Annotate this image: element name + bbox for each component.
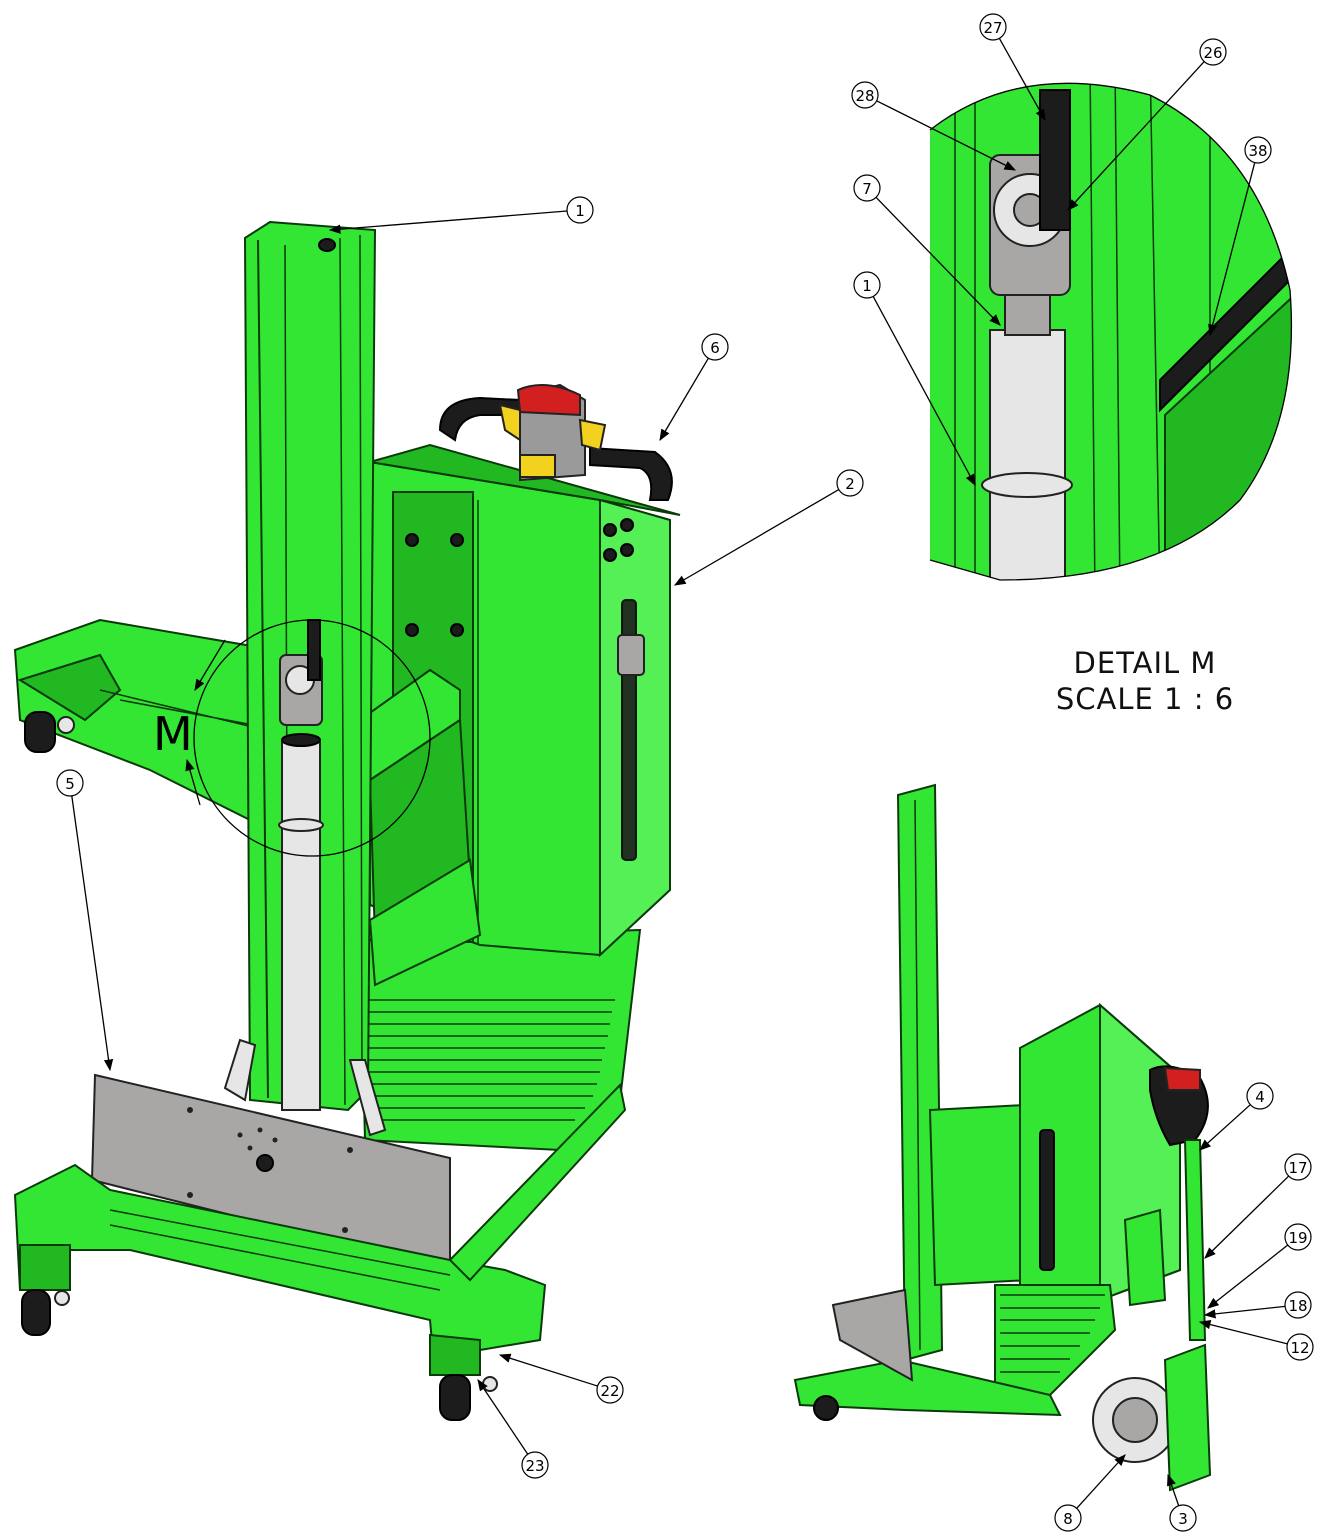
leader-line	[477, 1379, 529, 1455]
balloon-number: 22	[600, 1382, 619, 1400]
caster-wheel	[24, 711, 56, 753]
balloon-main-6: 6	[701, 333, 729, 361]
balloon-circle	[1169, 1504, 1197, 1532]
detail-title-text: DETAIL M	[1073, 646, 1217, 680]
balloon-detail-1: 1	[853, 271, 881, 299]
balloon-circle	[1199, 38, 1227, 66]
balloon-side-4: 4	[1246, 1082, 1274, 1110]
balloon-number: 2	[845, 475, 855, 493]
leader-line	[1207, 1244, 1289, 1309]
balloon-circle	[1246, 1082, 1274, 1110]
balloon-number: 23	[525, 1457, 544, 1475]
balloon-side-17: 17	[1284, 1153, 1312, 1181]
leader-line	[328, 210, 568, 234]
balloon-circle	[521, 1451, 549, 1479]
leader-line	[1199, 1104, 1251, 1151]
balloon-circle	[1284, 1223, 1312, 1251]
cabinet-vents	[617, 599, 645, 861]
balloon-number: 27	[983, 19, 1002, 37]
leader-line	[1067, 61, 1205, 211]
leader-line	[875, 196, 1001, 326]
balloon-side-8: 8	[1054, 1504, 1082, 1532]
balloon-circle	[836, 469, 864, 497]
leader-line	[659, 357, 709, 442]
balloon-circle	[596, 1376, 624, 1404]
leader-line	[498, 1353, 598, 1387]
balloon-side-18: 18	[1284, 1291, 1312, 1319]
balloon-circle	[1244, 136, 1272, 164]
balloon-number: 19	[1288, 1229, 1307, 1247]
detail-scale-text: SCALE 1 : 6	[1055, 682, 1235, 716]
balloon-number: 6	[710, 339, 720, 357]
balloon-circle	[851, 81, 879, 109]
balloon-circle	[1286, 1333, 1314, 1361]
balloon-circle	[566, 196, 594, 224]
balloon-number: 1	[575, 202, 585, 220]
balloon-number: 3	[1178, 1510, 1188, 1528]
balloon-number: 4	[1255, 1088, 1265, 1106]
balloon-main-23: 23	[521, 1451, 549, 1479]
balloon-number: 38	[1248, 142, 1267, 160]
leader-line	[872, 296, 976, 487]
balloon-circle	[701, 333, 729, 361]
leader-line	[876, 100, 1017, 171]
main-view: M	[13, 220, 681, 1421]
balloon-detail-28: 28	[851, 81, 879, 109]
balloon-number: 7	[862, 180, 872, 198]
balloon-number: 5	[65, 775, 75, 793]
balloon-circle	[1284, 1291, 1312, 1319]
balloon-main-1: 1	[566, 196, 594, 224]
balloon-number: 1	[862, 277, 872, 295]
balloon-number: 17	[1288, 1159, 1307, 1177]
balloon-circle	[1284, 1153, 1312, 1181]
leader-line	[998, 38, 1046, 122]
balloon-circle	[979, 13, 1007, 41]
balloon-circle	[853, 271, 881, 299]
balloon-side-3: 3	[1169, 1504, 1197, 1532]
balloon-number: 12	[1290, 1339, 1309, 1357]
balloon-number: 18	[1288, 1297, 1307, 1315]
detail-m-view	[929, 82, 1293, 581]
balloon-main-22: 22	[596, 1376, 624, 1404]
balloon-main-5: 5	[56, 769, 84, 797]
balloon-detail-26: 26	[1199, 38, 1227, 66]
balloon-detail-27: 27	[979, 13, 1007, 41]
leader-line	[1204, 1175, 1290, 1259]
balloon-number: 26	[1203, 44, 1222, 62]
leader-line	[1198, 1320, 1288, 1345]
balloon-side-12: 12	[1286, 1333, 1314, 1361]
balloon-circle	[1054, 1504, 1082, 1532]
step-ridges	[365, 999, 615, 1121]
side-view	[793, 783, 1212, 1492]
leader-line	[1076, 1454, 1126, 1509]
view-letter-m: M	[153, 707, 193, 761]
detail-circle-m	[193, 619, 431, 857]
balloon-detail-7: 7	[853, 174, 881, 202]
balloon-circle	[56, 769, 84, 797]
hydraulic-cylinder	[281, 739, 321, 1111]
leader-line	[1208, 162, 1256, 337]
leader-line	[71, 795, 114, 1072]
balloon-number: 8	[1063, 1510, 1073, 1528]
leader-line	[673, 488, 840, 586]
balloon-main-2: 2	[836, 469, 864, 497]
balloon-side-19: 19	[1284, 1223, 1312, 1251]
leader-line	[1167, 1473, 1180, 1506]
balloon-number: 28	[855, 87, 874, 105]
balloon-circle	[853, 174, 881, 202]
leader-line	[1203, 1305, 1286, 1319]
balloon-detail-38: 38	[1244, 136, 1272, 164]
